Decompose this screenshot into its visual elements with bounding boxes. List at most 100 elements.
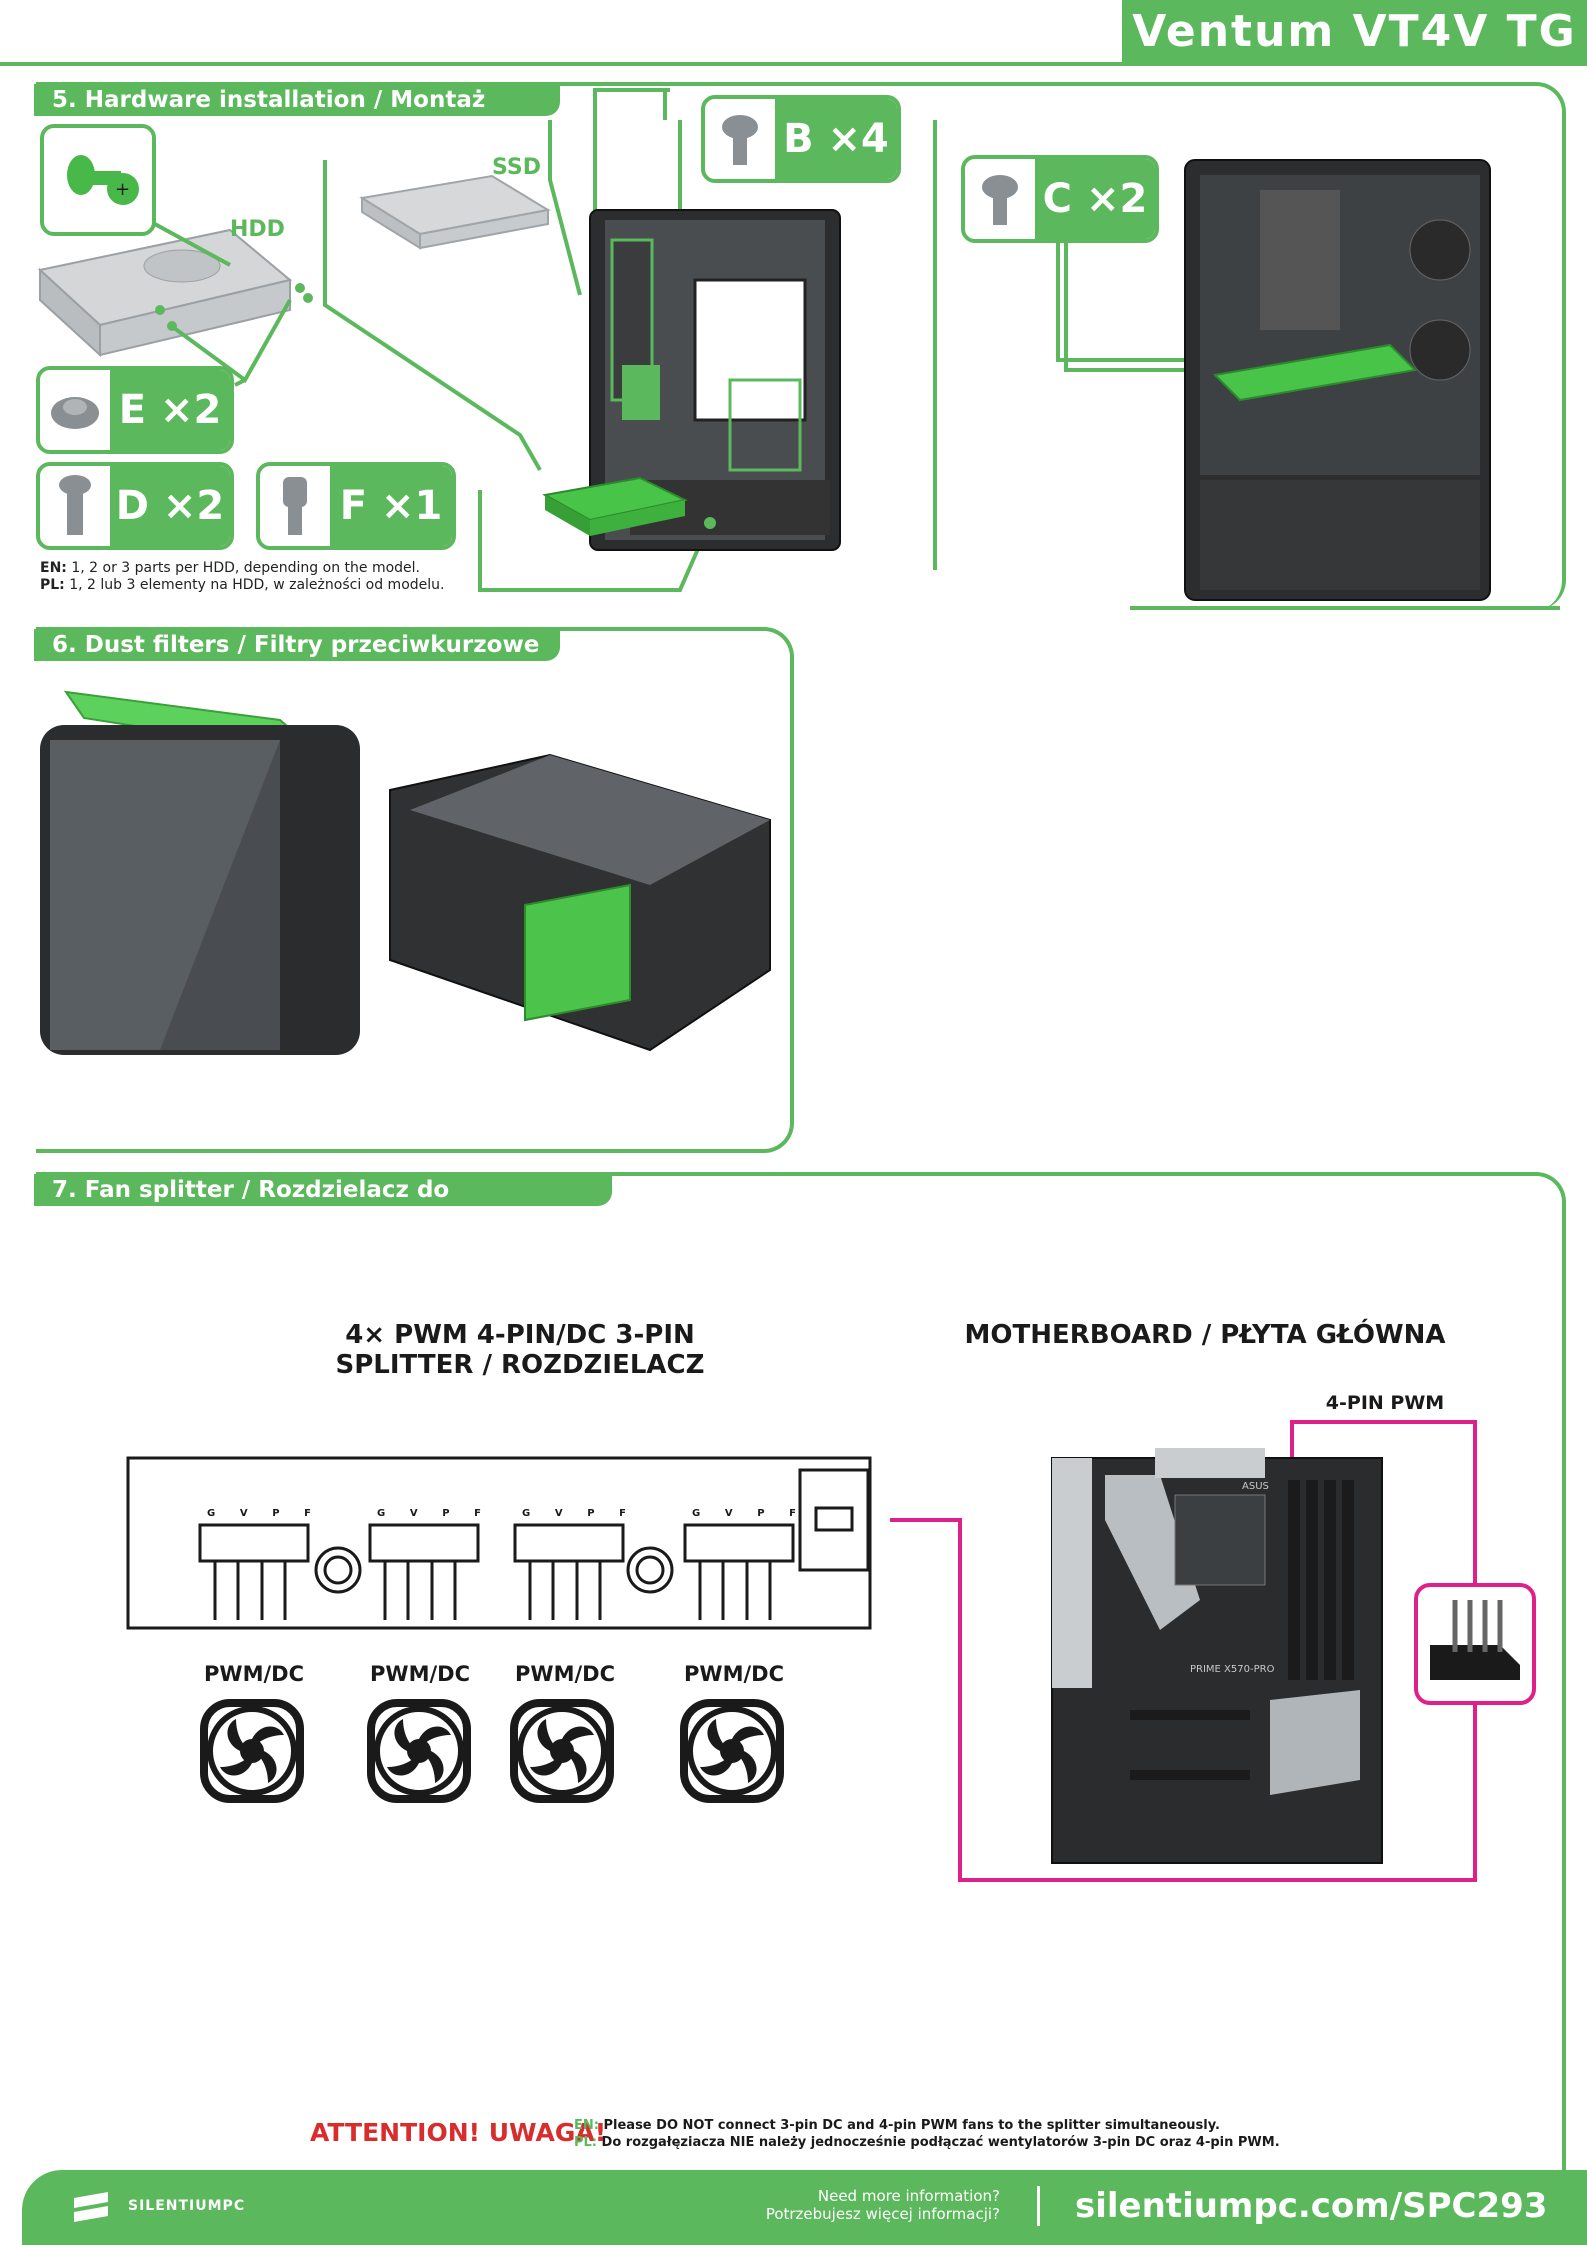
screw-e-icon — [40, 370, 110, 450]
pin-letter: G — [522, 1508, 531, 1519]
section5-frame-bottom — [1130, 606, 1560, 610]
fan-icon — [204, 1703, 300, 1799]
hdd-drive-illustration — [37, 228, 313, 358]
pin-letter: F — [789, 1508, 796, 1519]
attention-pl-prefix: PL: — [574, 2135, 598, 2150]
pin-letter: V — [409, 1508, 418, 1519]
pin-letter: P — [587, 1508, 595, 1519]
hdd-note-en-text: 1, 2 or 3 parts per HDD, depending on th… — [66, 560, 421, 576]
mount-hole-2 — [626, 1546, 674, 1594]
document-title: Ventum VT4V TG — [1122, 0, 1587, 64]
splitter-heading-line2: SPLITTER / ROZDZIELACZ — [335, 1350, 705, 1380]
pin-letter: G — [207, 1508, 216, 1519]
splitter-header-1 — [198, 1523, 310, 1620]
screw-c-icon — [965, 159, 1035, 239]
screw-e-label: E ×2 — [110, 370, 230, 450]
splitter-heading-line1: 4× PWM 4-PIN/DC 3-PIN — [345, 1320, 695, 1350]
silentiumpc-logo-icon — [74, 2192, 108, 2222]
screw-a-badge: + — [40, 124, 156, 236]
section5-frame — [36, 82, 1566, 610]
pin-letter: F — [474, 1508, 481, 1519]
fan-label-2: PWM/DC — [370, 1662, 470, 1686]
pin-letter: V — [554, 1508, 563, 1519]
screw-c-label: C ×2 — [1035, 159, 1155, 239]
motherboard-model-text: PRIME X570-PRO — [1190, 1664, 1275, 1675]
section5-illustration — [37, 88, 1491, 601]
pin-letter: G — [377, 1508, 386, 1519]
pin-letter: P — [757, 1508, 765, 1519]
pin-label: 4-PIN PWM — [1325, 1392, 1445, 1414]
screw-f-icon — [260, 466, 330, 546]
pin-letter: G — [692, 1508, 701, 1519]
footer-brand: SILENTIUMPC — [128, 2198, 246, 2214]
fan-label-3: PWM/DC — [515, 1662, 615, 1686]
fan-icon — [684, 1703, 780, 1799]
screw-c-badge: C ×2 — [961, 155, 1159, 243]
screw-b-label: B ×4 — [775, 99, 897, 179]
svg-text:+: + — [115, 179, 130, 200]
screw-b-icon — [705, 99, 775, 179]
screw-d-label: D ×2 — [110, 466, 230, 546]
ssd-drive-illustration — [359, 174, 551, 250]
pin-letter: P — [442, 1508, 450, 1519]
green-screw-icon: + — [44, 128, 152, 232]
attention-en-text: Please DO NOT connect 3-pin DC and 4-pin… — [598, 2118, 1220, 2133]
section5-label: 5. Hardware installation / Montaż sprzęt… — [34, 84, 560, 145]
fan-icons — [195, 1697, 815, 1807]
screw-f-label: F ×1 — [330, 466, 452, 546]
footer-url-link[interactable]: silentiumpc.com/SPC293 — [1075, 2186, 1548, 2226]
screw-d-icon — [40, 466, 110, 546]
attention-note: EN: Please DO NOT connect 3-pin DC and 4… — [574, 2117, 1280, 2151]
pin-letter: F — [619, 1508, 626, 1519]
case-front-filter-illustration — [40, 690, 360, 1055]
pin-letter: V — [239, 1508, 248, 1519]
section6-label: 6. Dust filters / Filtry przeciwkurzowe — [34, 629, 560, 661]
case-installed-drive-illustration — [1184, 159, 1491, 601]
screw-f-badge: F ×1 — [256, 462, 456, 550]
fan-label-1: PWM/DC — [204, 1662, 304, 1686]
footer-info-pl: Potrzebujesz więcej informacji? — [765, 2205, 1000, 2223]
screw-e-badge: E ×2 — [36, 366, 234, 454]
header-rule — [0, 62, 1587, 66]
fan-icon — [514, 1703, 610, 1799]
motherboard-diagram — [890, 1420, 1536, 1882]
splitter-header-3 — [513, 1523, 625, 1620]
footer-info-en: Need more information? — [817, 2187, 1000, 2205]
attention-en-prefix: EN: — [574, 2118, 599, 2133]
hdd-label: HDD — [230, 217, 285, 242]
screw-d-badge: D ×2 — [36, 462, 234, 550]
screw-b-badge: B ×4 — [701, 95, 901, 183]
pin-letter: V — [724, 1508, 733, 1519]
splitter-header-2 — [368, 1523, 480, 1620]
hdd-note-pl: PL: 1, 2 lub 3 elementy na HDD, w zależn… — [40, 577, 444, 594]
attention-note-en: EN: Please DO NOT connect 3-pin DC and 4… — [574, 2117, 1280, 2134]
case-open-side-illustration — [542, 209, 841, 551]
ssd-label: SSD — [492, 155, 541, 180]
attention-label: ATTENTION! UWAGA! — [310, 2118, 607, 2147]
section7-label: 7. Fan splitter / Rozdzielacz do wentyla… — [34, 1174, 612, 1235]
hdd-note-en: EN: 1, 2 or 3 parts per HDD, depending o… — [40, 560, 420, 577]
fan-icon — [371, 1703, 467, 1799]
motherboard-brand-text: ASUS — [1242, 1481, 1269, 1492]
pin-letter: P — [272, 1508, 280, 1519]
section6-illustration — [40, 690, 771, 1055]
footer-bar — [22, 2170, 1587, 2245]
pwm-header-callout — [1414, 1583, 1536, 1705]
motherboard-heading: MOTHERBOARD / PŁYTA GŁÓWNA — [964, 1320, 1446, 1350]
footer-divider — [1037, 2186, 1040, 2226]
pin-letter: F — [304, 1508, 311, 1519]
attention-pl-text: Do rozgałęziacza NIE należy jednocześnie… — [597, 2135, 1280, 2150]
section7-frame — [36, 1172, 1566, 2172]
fan-label-4: PWM/DC — [684, 1662, 784, 1686]
splitter-header-4 — [683, 1523, 795, 1620]
attention-note-pl: PL: Do rozgałęziacza NIE należy jednocze… — [574, 2134, 1280, 2151]
mount-hole-1 — [314, 1546, 362, 1594]
hdd-note-en-prefix: EN: — [40, 560, 67, 576]
hdd-note-pl-text: 1, 2 lub 3 elementy na HDD, w zależności… — [64, 577, 445, 593]
splitter-diagram — [126, 1456, 872, 1630]
hdd-note-pl-prefix: PL: — [40, 577, 65, 593]
